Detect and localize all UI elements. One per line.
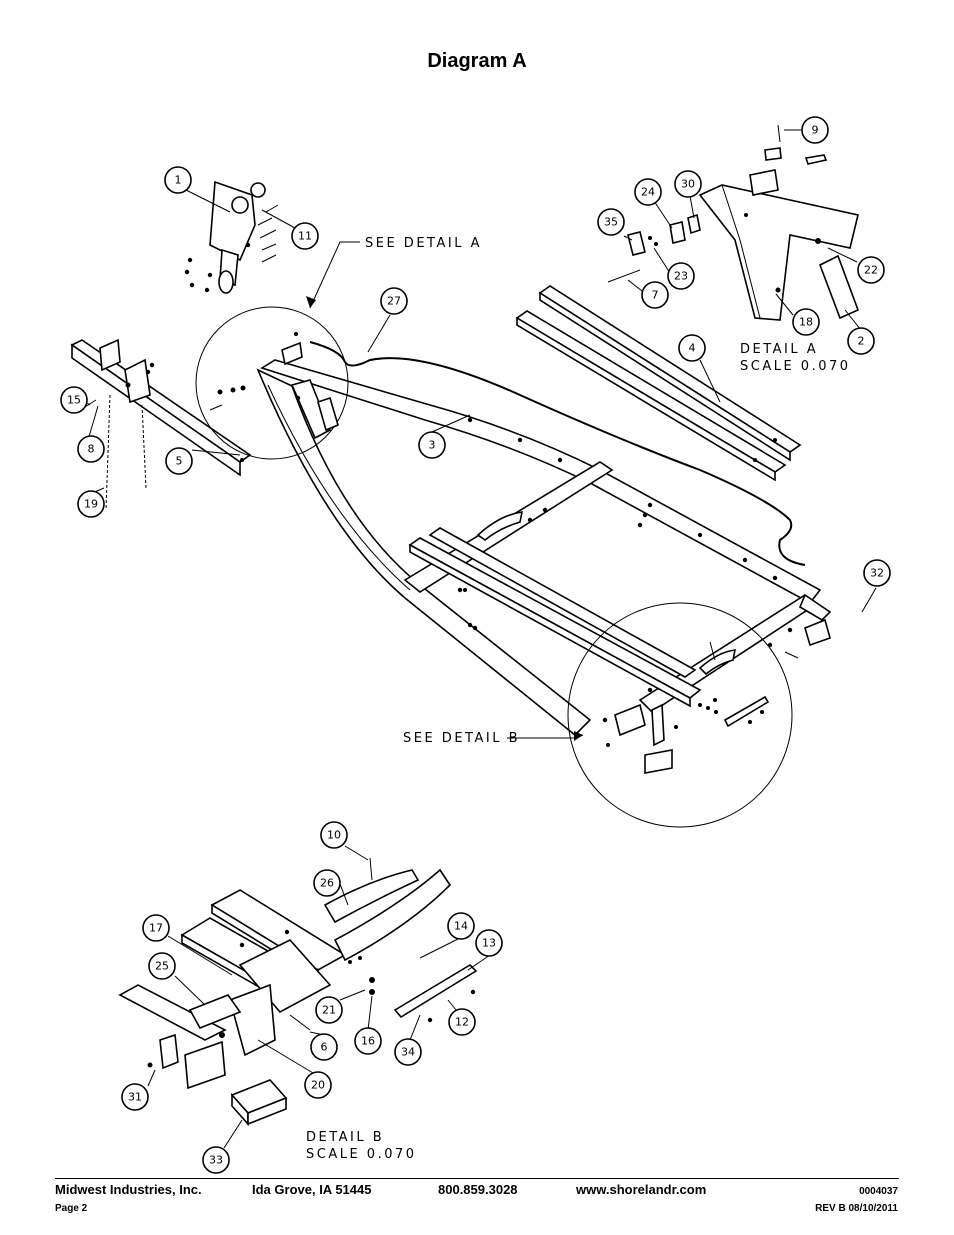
footer-phone: 800.859.3028 (438, 1182, 518, 1197)
callout-bubble: 23 (667, 262, 695, 290)
callout-number: 13 (482, 937, 496, 950)
callout-bubble: 15 (60, 386, 88, 414)
callout-number: 34 (401, 1046, 415, 1059)
callout-number: 30 (681, 178, 695, 191)
detail-a-scale: SCALE 0.070 (740, 359, 851, 374)
callout-bubble: 1 (164, 166, 192, 194)
callout-bubble: 5 (165, 447, 193, 475)
detail-a-exploded-parts (607, 124, 860, 321)
callout-number: 19 (84, 498, 98, 511)
callout-bubble: 24 (634, 178, 662, 206)
footer-revision: REV B 08/10/2011 (815, 1203, 898, 1214)
callout-number: 12 (455, 1016, 469, 1029)
callout-bubble: 27 (380, 287, 408, 315)
callout-number: 23 (674, 270, 688, 283)
callout-bubble: 35 (597, 208, 625, 236)
callout-number: 3 (429, 439, 436, 452)
callout-number: 22 (864, 264, 878, 277)
callout-bubble: 7 (641, 281, 669, 309)
callout-number: 27 (387, 295, 401, 308)
callout-bubble: 11 (291, 222, 319, 250)
callout-bubble: 3 (418, 431, 446, 459)
footer-doc-number: 0004037 (859, 1186, 898, 1197)
callout-number: 25 (155, 960, 169, 973)
callout-bubble: 25 (148, 952, 176, 980)
callout-bubbles: 1 11 27 24 30 35 23 9 22 7 18 2 4 3 5 15… (60, 116, 891, 1174)
callout-number: 31 (128, 1091, 142, 1104)
callout-bubble: 31 (121, 1083, 149, 1111)
callout-number: 17 (149, 922, 163, 935)
callout-number: 11 (298, 230, 312, 243)
callout-number: 4 (689, 342, 696, 355)
callout-number: 14 (454, 920, 468, 933)
detail-b-exploded-parts (118, 857, 478, 1127)
callout-number: 15 (67, 394, 81, 407)
callout-number: 26 (320, 877, 334, 890)
callout-number: 1 (175, 174, 182, 187)
callout-number: 20 (311, 1079, 325, 1092)
footer-page-number: Page 2 (55, 1203, 88, 1214)
callout-number: 10 (327, 829, 341, 842)
callout-number: 35 (604, 216, 618, 229)
winch-assembly (184, 180, 279, 294)
detail-b-hardware (606, 618, 831, 774)
footer-website: www.shorelandr.com (576, 1182, 707, 1197)
detail-a-hardware (209, 332, 339, 440)
callout-number: 33 (209, 1154, 223, 1167)
callout-bubble: 16 (354, 1027, 382, 1055)
callout-bubble: 21 (315, 996, 343, 1024)
callout-number: 21 (322, 1004, 336, 1017)
callout-bubble: 14 (447, 912, 475, 940)
callout-number: 8 (88, 443, 95, 456)
winch-strap (309, 341, 806, 566)
callout-bubble: 4 (678, 334, 706, 362)
detail-a-title: DETAIL A (740, 342, 818, 357)
callout-number: 16 (361, 1035, 375, 1048)
callout-bubble: 32 (863, 559, 891, 587)
callout-bubble: 2 (847, 327, 875, 355)
callout-number: 6 (321, 1041, 328, 1054)
callout-number: 24 (641, 186, 655, 199)
callout-number: 5 (176, 455, 183, 468)
callout-bubble: 8 (77, 435, 105, 463)
detail-b-circle (567, 602, 793, 828)
callout-number: 2 (858, 335, 865, 348)
detail-b-scale: SCALE 0.070 (306, 1147, 417, 1162)
callout-bubble: 22 (857, 256, 885, 284)
callout-bubble: 17 (142, 914, 170, 942)
bunk-left (408, 527, 702, 708)
see-detail-b-label: SEE DETAIL B (403, 731, 520, 746)
footer-location: Ida Grove, IA 51445 (252, 1182, 372, 1197)
winch-stand-tongue (70, 338, 252, 511)
callout-number: 32 (870, 567, 884, 580)
callout-number: 9 (812, 124, 819, 137)
callout-bubble: 9 (801, 116, 829, 144)
callout-bubble: 18 (792, 308, 820, 336)
callout-bubble: 19 (77, 490, 105, 518)
callout-bubble: 34 (394, 1038, 422, 1066)
bunk-top-right (515, 285, 802, 482)
footer-divider (55, 1178, 899, 1179)
detail-b-title: DETAIL B (306, 1130, 384, 1145)
callout-bubble: 33 (202, 1146, 230, 1174)
callout-bubble: 12 (448, 1008, 476, 1036)
callout-bubble: 30 (674, 170, 702, 198)
callout-bubble: 10 (320, 821, 348, 849)
see-detail-a-label: SEE DETAIL A (365, 236, 482, 251)
callout-bubble: 6 (310, 1033, 338, 1061)
callout-bubble: 20 (304, 1071, 332, 1099)
callout-number: 18 (799, 316, 813, 329)
callout-number: 7 (652, 289, 659, 302)
detail-a-circle (195, 306, 349, 460)
callout-bubble: 13 (475, 929, 503, 957)
page-title: Diagram A (427, 50, 527, 72)
callout-bubble: 26 (313, 869, 341, 897)
footer-company: Midwest Industries, Inc. (55, 1182, 202, 1197)
